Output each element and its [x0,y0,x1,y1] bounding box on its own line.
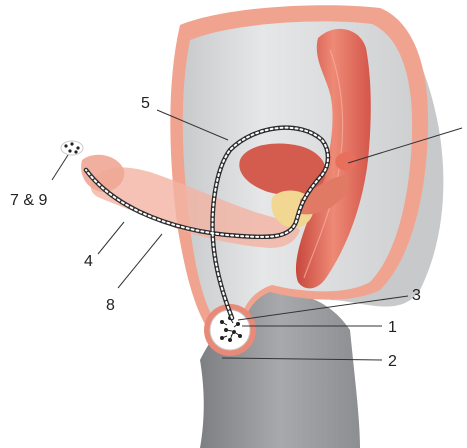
leader-8 [118,234,162,288]
label-7-and-9: 7 & 9 [10,192,47,209]
label-8: 8 [106,297,115,314]
leader-7-9 [52,155,68,180]
label-2: 2 [388,353,397,370]
leader-4 [98,222,124,254]
label-5: 5 [141,95,150,112]
label-4: 4 [84,253,93,270]
ejaculate-cluster-icon [61,141,83,155]
label-1: 1 [388,319,397,336]
label-3: 3 [412,287,421,304]
